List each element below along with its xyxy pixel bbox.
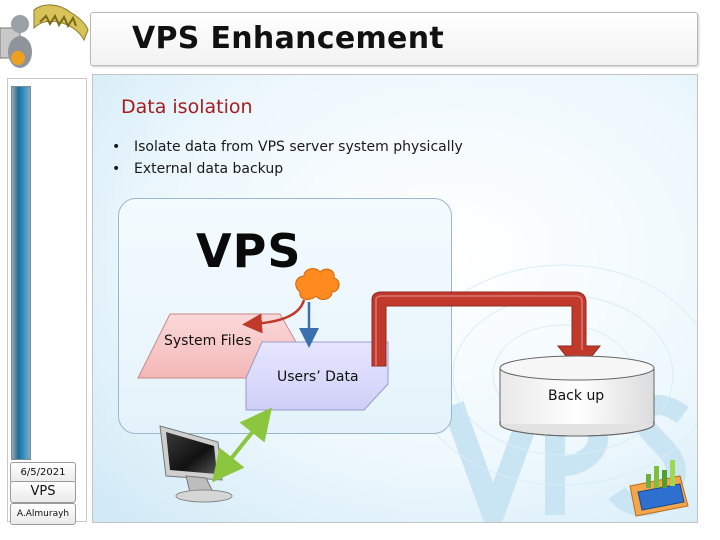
users-data-label: Users’ Data (277, 369, 359, 385)
cloud-icon (296, 269, 339, 300)
growth-chart-icon (624, 456, 694, 520)
backup-label: Back up (548, 388, 604, 404)
system-files-label: System Files (164, 333, 251, 349)
monitor-link-arrow (222, 420, 262, 470)
monitor-icon (160, 426, 232, 502)
